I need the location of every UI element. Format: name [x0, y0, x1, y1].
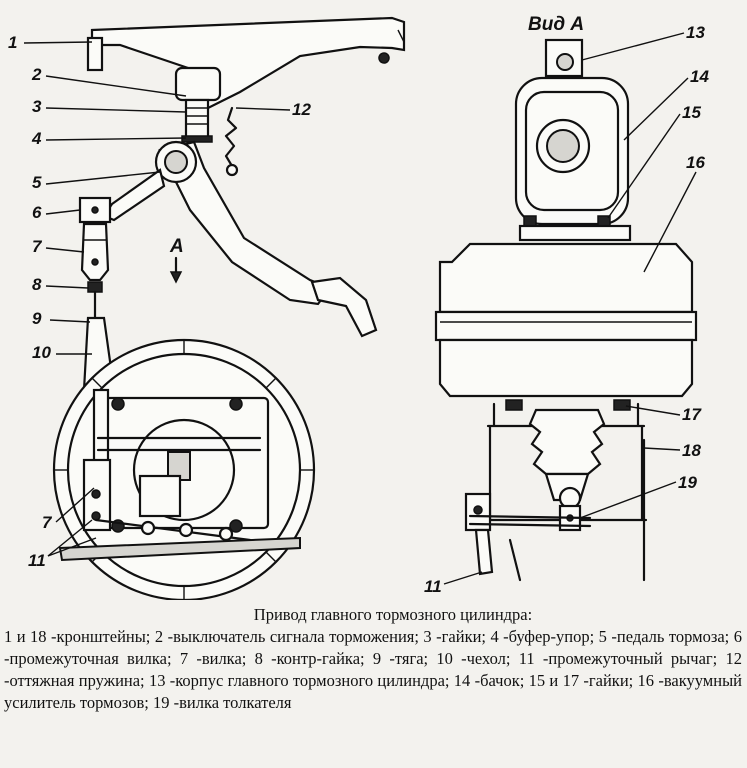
svg-text:16: 16	[686, 153, 705, 172]
right-lever-11	[474, 528, 494, 576]
figure-caption: Привод главного тормозного цилиндра: 1 и…	[4, 604, 742, 714]
svg-text:4: 4	[31, 129, 42, 148]
bracket-1	[90, 16, 406, 114]
caption-legend: 1 и 18 -кронштейны; 2 -выключатель сигна…	[4, 627, 742, 712]
bracket-mount	[86, 36, 104, 72]
pedal-pad	[310, 276, 378, 338]
svg-text:3: 3	[32, 97, 42, 116]
svg-text:19: 19	[678, 473, 697, 492]
left-callouts: 1 2 3 4 5 6 7 8 9 10 12 7 11	[8, 33, 311, 570]
brake-drive-diagram: А	[8, 14, 709, 600]
svg-text:10: 10	[32, 343, 51, 362]
lock-nut-8	[87, 281, 103, 293]
direction-label: А	[169, 236, 184, 257]
svg-text:8: 8	[32, 275, 42, 294]
svg-text:11: 11	[424, 577, 442, 596]
svg-text:5: 5	[32, 173, 42, 192]
pushrod-boot	[528, 408, 606, 476]
vacuum-booster-16	[438, 242, 694, 314]
fork-7	[80, 222, 110, 282]
svg-text:12: 12	[292, 100, 311, 119]
right-callouts: 13 14 15 16 17 18 19 11	[424, 23, 709, 596]
svg-text:2: 2	[31, 65, 42, 84]
svg-text:6: 6	[32, 203, 42, 222]
svg-text:1: 1	[8, 33, 17, 52]
caption-title: Привод главного тормозного цилиндра:	[253, 605, 533, 624]
svg-text:7: 7	[42, 513, 53, 532]
svg-text:17: 17	[682, 405, 702, 424]
svg-text:13: 13	[686, 23, 705, 42]
left-assembly: А	[8, 16, 406, 600]
svg-text:14: 14	[690, 67, 709, 86]
booster-ribs	[54, 340, 314, 600]
bracket-bolt	[378, 52, 390, 64]
booster-seam-ring	[434, 310, 698, 342]
svg-text:18: 18	[682, 441, 701, 460]
floor-panel	[58, 536, 301, 562]
view-title: Вид А	[528, 14, 584, 35]
svg-text:9: 9	[32, 309, 42, 328]
svg-text:15: 15	[682, 103, 701, 122]
svg-text:7: 7	[32, 237, 43, 256]
svg-text:11: 11	[28, 551, 46, 570]
return-spring-12	[224, 106, 238, 168]
nut-17	[613, 399, 631, 411]
right-assembly: Вид А	[424, 14, 709, 596]
